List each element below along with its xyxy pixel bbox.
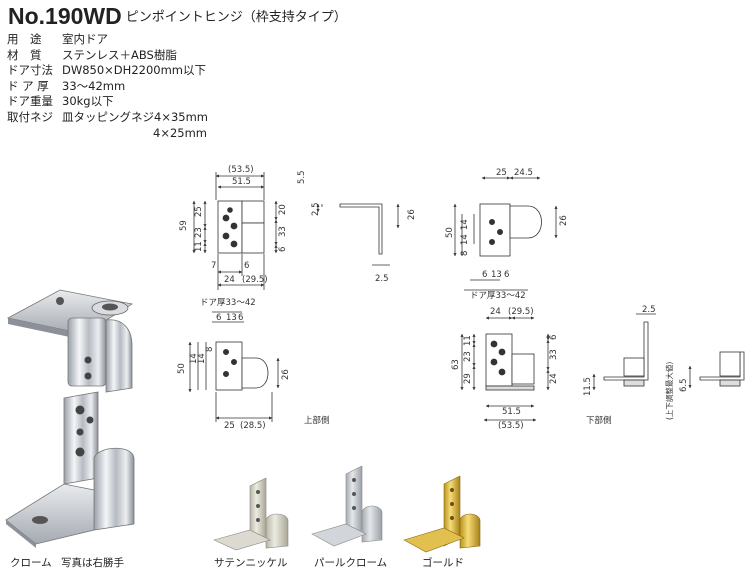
spec-value: ステンレス＋ABS樹脂 <box>62 47 177 62</box>
spec-value: 33〜42mm <box>62 78 126 93</box>
dim-24: 24 <box>224 275 235 285</box>
dim-51-5: 51.5 <box>502 407 521 417</box>
caption-chrome-name: クローム <box>10 557 52 569</box>
spec-row-door-size: ドア寸法 DW850×DH2200mm以下 <box>7 63 208 79</box>
dim-13: 13 <box>226 313 237 323</box>
spec-value-continuation: 4×25mm <box>153 125 207 140</box>
hinge-photo-pearl-chrome <box>311 465 383 547</box>
caption-satin-nickel: サテンニッケル <box>214 557 288 569</box>
spec-value: DW850×DH2200mm以下 <box>62 63 206 78</box>
drawing-top-door: 25 24.5 50 14 14 8 6 13 6 26 ドア厚33〜42 <box>445 168 569 301</box>
spec-row-door-weight: ドア重量 30kg以下 <box>7 94 208 110</box>
dim-25: 25 <box>194 206 204 217</box>
spec-label: 取付ネジ <box>7 109 53 124</box>
spec-list: 用 途 室内ドア 材 質 ステンレス＋ABS樹脂 ドア寸法 DW850×DH2200m… <box>7 32 208 141</box>
dim-33: 33 <box>549 349 559 360</box>
label-upper-side: 上部側 <box>304 415 330 426</box>
spec-row-door-thickness: ド ア 厚 33〜42mm <box>7 79 208 95</box>
dim-50: 50 <box>445 227 455 238</box>
dim-2-5b: 2.5 <box>375 274 389 284</box>
spec-value: 室内ドア <box>62 32 108 46</box>
dim-6: 6 <box>549 335 559 340</box>
dim-24: 24 <box>490 307 501 317</box>
dim-28-5: (28.5) <box>240 421 266 431</box>
dim-2-5: 2.5 <box>642 305 656 315</box>
dim-11-5: 11.5 <box>583 377 593 396</box>
dim-6b: 6 <box>244 261 249 271</box>
dim-6a: 6 <box>216 313 221 323</box>
hinge-photo-satin-nickel <box>213 477 289 551</box>
caption-chrome: クローム 写真は右勝手 <box>10 555 124 570</box>
dim-24b: 24 <box>549 373 559 384</box>
dim-63: 63 <box>451 359 461 370</box>
dim-26: 26 <box>559 215 569 226</box>
drawing-top-front: (53.5) 51.5 59 25 23 11 20 33 6 7 6 24 (… <box>179 165 288 290</box>
caption-pearl-chrome: パールクローム <box>314 557 388 569</box>
dim-5-5: 5.5 <box>297 170 307 184</box>
caption-right-hand-note: 写真は右勝手 <box>61 557 125 569</box>
spec-row-use: 用 途 室内ドア <box>7 32 208 48</box>
dim-29-5: (29.5) <box>242 275 268 285</box>
hinge-photo-chrome <box>5 289 135 548</box>
drawing-top-side: 5.5 2.5 26 2.5 <box>297 170 417 284</box>
adjust-note: (上下調整最大値) <box>664 362 674 420</box>
dim-6-5: 6.5 <box>679 378 689 392</box>
dim-26: 26 <box>281 369 291 380</box>
hinge-photo-gold <box>403 475 481 553</box>
spec-label: ド ア 厚 <box>7 78 49 93</box>
dim-29: 29 <box>463 373 473 384</box>
spec-value: 30kg以下 <box>62 94 114 109</box>
dim-13: 13 <box>491 270 502 280</box>
dim-29-5: (29.5) <box>508 307 534 317</box>
dim-50: 50 <box>177 363 187 374</box>
dim-24-5: 24.5 <box>514 168 533 178</box>
door-thickness-label: ドア厚33〜42 <box>470 291 526 301</box>
dim-20: 20 <box>278 204 288 215</box>
dim-53-5: (53.5) <box>498 421 524 431</box>
dim-6b: 6 <box>504 270 509 280</box>
dim-51-5: 51.5 <box>232 177 251 187</box>
dim-14b: 14 <box>460 234 470 245</box>
dim-6: 6 <box>278 247 288 252</box>
dim-11: 11 <box>463 335 473 346</box>
caption-gold: ゴールド <box>422 557 464 569</box>
drawing-lower-front: 24 (29.5) 63 11 23 29 6 33 24 51.5 (53.5… <box>451 307 559 431</box>
drawing-lower-side: 2.5 11.5 6.5 (上下調整最大値) <box>583 305 745 420</box>
model-subtitle: ピンポイントヒンジ（枠支持タイプ） <box>125 10 347 25</box>
dim-59: 59 <box>179 220 189 231</box>
dim-2-5: 2.5 <box>311 202 321 216</box>
spec-label: 用 途 <box>7 32 42 46</box>
drawing-lower-door: ドア厚33〜42 6 13 6 50 14 14 8 26 25 (28.5) <box>177 298 291 431</box>
spec-label: 材 質 <box>7 47 42 62</box>
dim-11: 11 <box>194 241 204 252</box>
spec-row-screws-cont: 4×25mm <box>7 126 208 142</box>
spec-label: ドア寸法 <box>7 63 53 78</box>
dim-14b: 14 <box>197 353 207 364</box>
spec-label: ドア重量 <box>7 94 53 109</box>
spec-row-material: 材 質 ステンレス＋ABS樹脂 <box>7 48 208 64</box>
dim-7: 7 <box>211 261 216 271</box>
model-title: No.190WD <box>8 3 122 29</box>
dim-33: 33 <box>278 226 288 237</box>
dim-25: 25 <box>496 168 507 178</box>
dim-23: 23 <box>194 227 204 238</box>
dim-23: 23 <box>463 351 473 362</box>
dim-8: 8 <box>460 251 470 256</box>
dim-8: 8 <box>205 347 215 352</box>
spec-row-screws: 取付ネジ皿タッピングネジ4×35mm <box>7 110 208 126</box>
dim-26: 26 <box>407 209 417 220</box>
dim-6a: 6 <box>482 270 487 280</box>
dim-53-5: (53.5) <box>228 165 254 175</box>
label-lower-side: 下部側 <box>586 415 612 426</box>
door-thickness-label: ドア厚33〜42 <box>200 298 256 308</box>
spec-value: 皿タッピングネジ4×35mm <box>62 109 208 124</box>
dim-14a: 14 <box>460 219 470 230</box>
dim-14a: 14 <box>189 353 199 364</box>
dim-25: 25 <box>224 421 235 431</box>
dim-6b: 6 <box>238 313 243 323</box>
